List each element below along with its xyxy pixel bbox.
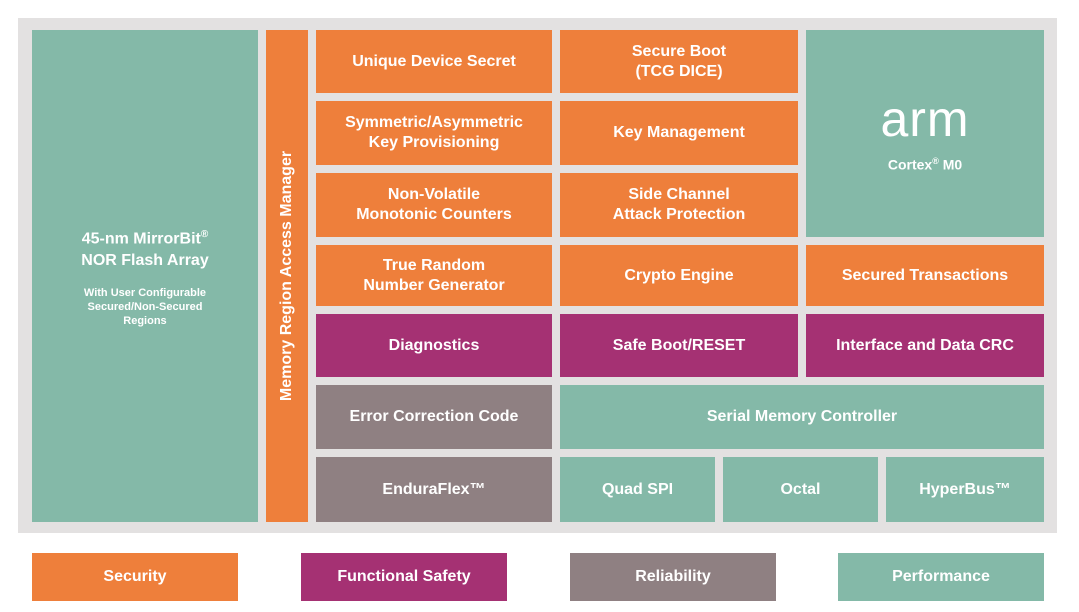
safe-boot-reset-block: Safe Boot/RESET [560,314,798,377]
unique-device-secret-block: Unique Device Secret [316,30,552,93]
side-channel-protection-block: Side Channel Attack Protection [560,173,798,237]
trng-block: True Random Number Generator [316,245,552,306]
arm-logo: arm [880,90,970,147]
nor-flash-array-block: 45-nm MirrorBit®NOR Flash Array With Use… [32,30,258,522]
key-management-block: Key Management [560,101,798,165]
legend-performance: Performance [838,553,1044,601]
cortex-label: Cortex® M0 [887,155,963,173]
error-correction-code-block: Error Correction Code [316,385,552,449]
legend-security: Security [32,553,238,601]
flash-title: 45-nm MirrorBit®NOR Flash Array [81,228,209,270]
legend-reliability: Reliability [570,553,776,601]
serial-memory-controller-block: Serial Memory Controller [560,385,1044,449]
crypto-engine-block: Crypto Engine [560,245,798,306]
mram-label: Memory Region Access Manager [278,150,295,402]
secured-transactions-block: Secured Transactions [806,245,1044,306]
diagnostics-block: Diagnostics [316,314,552,377]
monotonic-counters-block: Non-Volatile Monotonic Counters [316,173,552,237]
interface-data-crc-block: Interface and Data CRC [806,314,1044,377]
flash-subtitle: With User Configurable Secured/Non-Secur… [83,287,207,328]
arm-cortex-m0-block: arm Cortex® M0 [806,30,1044,237]
octal-block: Octal [723,457,878,522]
enduraflex-block: EnduraFlex™ [316,457,552,522]
hyperbus-block: HyperBus™ [886,457,1044,522]
key-provisioning-block: Symmetric/Asymmetric Key Provisioning [316,101,552,165]
legend-functional-safety: Functional Safety [301,553,507,601]
secure-boot-block: Secure Boot (TCG DICE) [560,30,798,93]
memory-region-access-manager-block: Memory Region Access Manager [266,30,308,522]
quad-spi-block: Quad SPI [560,457,715,522]
